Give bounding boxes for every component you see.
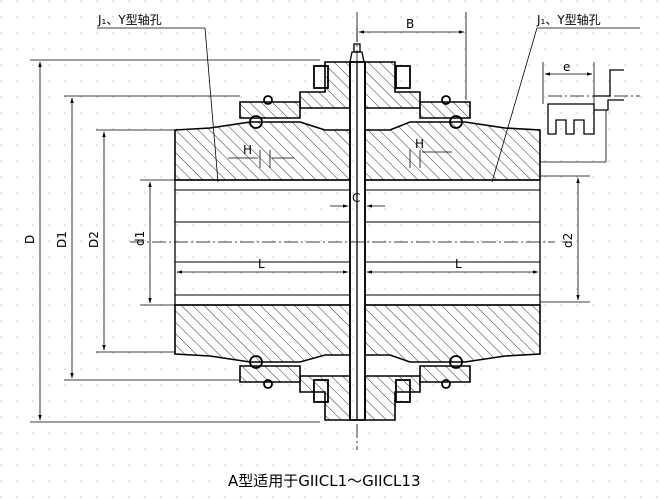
dim-e-label: e bbox=[563, 60, 570, 74]
right-dimensions bbox=[540, 175, 590, 303]
dim-H-left-label: H bbox=[243, 143, 252, 157]
figure-caption: A型适用于GIICL1～GIICL13 bbox=[228, 472, 421, 490]
dim-H-left bbox=[228, 150, 294, 168]
callout-right bbox=[491, 27, 640, 183]
dim-B bbox=[356, 12, 467, 100]
dim-D-label: D bbox=[23, 235, 37, 244]
left-hub bbox=[174, 121, 351, 363]
dim-L-right-label: L bbox=[455, 257, 462, 271]
callout-left bbox=[97, 27, 219, 183]
dim-d2-label: d2 bbox=[561, 233, 575, 248]
detail-e bbox=[540, 62, 640, 163]
dim-D1-label: D1 bbox=[55, 231, 69, 248]
callout-right-label: J₁、Y型轴孔 bbox=[536, 12, 601, 27]
right-hub bbox=[364, 121, 541, 363]
callout-left-label: J₁、Y型轴孔 bbox=[97, 12, 162, 27]
dim-D2-label: D2 bbox=[87, 231, 101, 248]
dim-L-left-label: L bbox=[258, 257, 265, 271]
center-flange bbox=[239, 43, 471, 421]
dim-C-label: C bbox=[352, 191, 360, 205]
dim-B-label: B bbox=[406, 17, 414, 31]
dim-H-right-label: H bbox=[415, 137, 424, 151]
dim-H-right bbox=[409, 150, 452, 168]
dim-d1-label: d1 bbox=[133, 231, 147, 246]
